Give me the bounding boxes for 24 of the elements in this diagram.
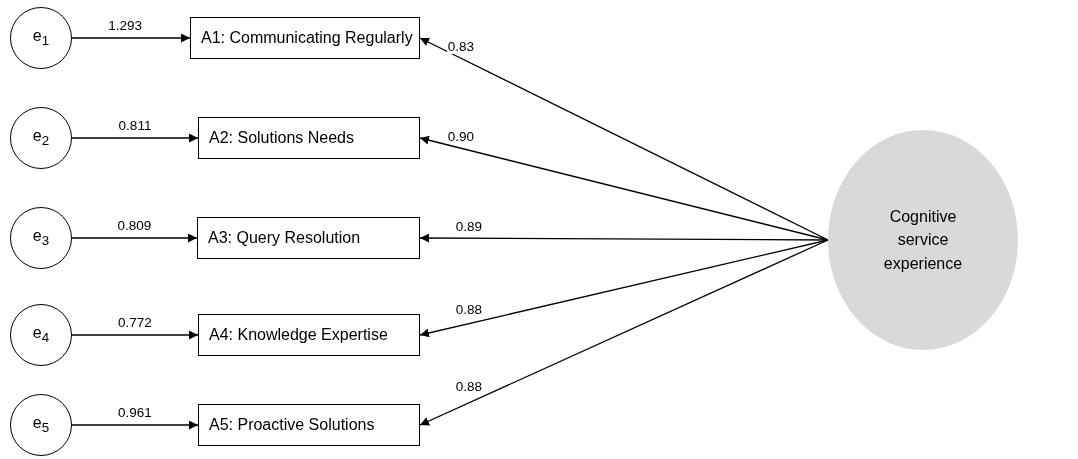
arrow <box>71 420 199 430</box>
node-label: A5: Proactive Solutions <box>209 416 375 434</box>
node-label: e$_{4}$ <box>32 324 50 346</box>
node-label: A2: Solutions Needs <box>209 129 354 147</box>
arrow <box>71 133 199 143</box>
arrow <box>71 330 199 340</box>
node-label: Cognitive service experience <box>882 207 964 274</box>
indicator-box <box>198 314 420 356</box>
arrow <box>71 233 198 243</box>
arrow <box>419 239 829 426</box>
indicator-box <box>198 404 420 446</box>
arrow <box>71 33 191 43</box>
node-label: e$_{1}$ <box>32 27 50 49</box>
node-label: e$_{2}$ <box>32 127 50 149</box>
indicator-box <box>198 117 420 159</box>
node-label: A3: Query Resolution <box>208 229 361 247</box>
arrow <box>419 37 829 241</box>
indicator-box <box>190 17 420 59</box>
indicator-box <box>197 217 420 259</box>
node-label: e$_{5}$ <box>32 414 50 436</box>
node-label: e$_{3}$ <box>32 227 50 249</box>
arrow <box>419 239 829 338</box>
node-label: A4: Knowledge Expertise <box>209 326 388 344</box>
node-label: A1: Communicating Regularly <box>201 29 413 47</box>
